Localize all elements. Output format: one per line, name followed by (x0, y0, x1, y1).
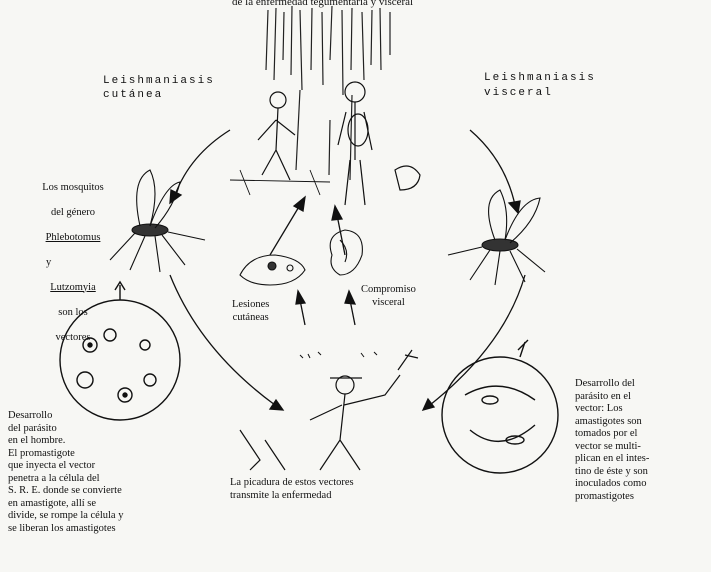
label-compromiso-visceral: Compromiso visceral (361, 284, 416, 309)
label-leishmaniasis-cutanea-1: Leishmaniasis (103, 75, 215, 88)
arrow-right-down (430, 275, 525, 405)
man-bitten-drawing (240, 350, 418, 470)
label-desarrollo-vector: Desarrollo del parásito en el vector: Lo… (575, 378, 649, 503)
label-leishmaniasis-visceral-1: Leishmaniasis (484, 72, 596, 85)
arrow-visceral-up (337, 215, 345, 255)
mosquitos-line2: del género (24, 207, 122, 220)
genus-lutzomyia: Lutzomyia (24, 282, 122, 295)
label-picadura: La picadura de estos vectores transmite … (230, 477, 354, 502)
genus-phlebotomus: Phlebotomus (24, 232, 122, 245)
title-fragment: de la enfermedad tegumentaria y visceral (232, 0, 413, 9)
mosquitos-conj: y (24, 257, 122, 270)
mosquito-right (448, 190, 545, 285)
mosquito-left (110, 170, 205, 272)
mosquitos-line3: son los (24, 307, 122, 320)
label-desarrollo-hombre: Desarrollo del parásito en el hombre. El… (8, 410, 123, 535)
forest-backdrop (266, 6, 390, 180)
arrow-top-right (470, 130, 515, 205)
patients-drawing (230, 82, 420, 205)
label-leishmaniasis-cutanea-2: cutánea (103, 89, 163, 102)
cycle-arrows (170, 130, 525, 410)
arrow-top-left (175, 130, 230, 195)
label-leishmaniasis-visceral-2: visceral (484, 87, 553, 100)
visceral-organs-drawing (330, 230, 362, 275)
label-mosquitos: Los mosquitos del género Phlebotomus y L… (24, 169, 122, 357)
arrow-left-down (170, 275, 275, 405)
label-lesiones-cutaneas: Lesiones cutáneas (232, 299, 269, 324)
vector-gut-circle (442, 340, 558, 473)
lesion-hand-drawing (240, 255, 305, 285)
mosquitos-line1: Los mosquitos (24, 182, 122, 195)
arrow-lesion-up (270, 205, 300, 255)
mosquitos-line4: vectores (24, 332, 122, 345)
